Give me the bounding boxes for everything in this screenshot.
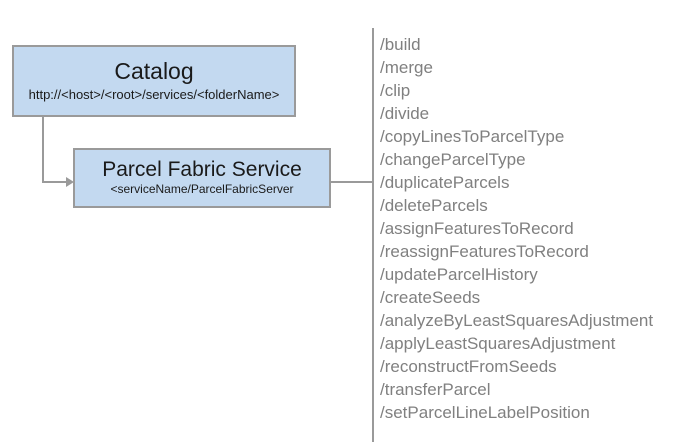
list-item: /updateParcelHistory	[380, 265, 538, 284]
list-item: /merge	[380, 58, 433, 77]
list-item: /analyzeByLeastSquaresAdjustment	[380, 311, 654, 330]
list-item: /divide	[380, 104, 430, 123]
list-item: /deleteParcels	[380, 196, 488, 215]
list-item: /changeParcelType	[380, 150, 526, 169]
operations-divider	[372, 28, 374, 442]
list-item: /clip	[380, 81, 411, 100]
list-item: /copyLinesToParcelType	[380, 127, 565, 146]
node-parcel-fabric-service-url: <serviceName/ParcelFabricServer	[110, 182, 294, 197]
node-parcel-fabric-service: Parcel Fabric Service <serviceName/Parce…	[73, 148, 331, 208]
connector-catalog-vertical	[42, 117, 44, 183]
list-item: /duplicateParcels	[380, 173, 510, 192]
list-item: /transferParcel	[380, 380, 491, 399]
node-catalog-title: Catalog	[114, 57, 194, 84]
list-item: /reassignFeaturesToRecord	[380, 242, 589, 261]
arrow-right-icon	[66, 177, 74, 187]
operations-list: /build /merge /clip /divide /copyLinesTo…	[380, 33, 686, 424]
list-item: /reconstructFromSeeds	[380, 357, 557, 376]
connector-catalog-horizontal	[42, 181, 68, 183]
list-item: /applyLeastSquaresAdjustment	[380, 334, 616, 353]
connector-service-to-operations	[331, 181, 373, 183]
list-item: /assignFeaturesToRecord	[380, 219, 574, 238]
node-catalog-url: http://<host>/<root>/services/<folderNam…	[28, 87, 280, 103]
list-item: /setParcelLineLabelPosition	[380, 403, 590, 422]
list-item: /createSeeds	[380, 288, 481, 307]
list-item: /build	[380, 35, 421, 54]
node-parcel-fabric-service-title: Parcel Fabric Service	[102, 157, 302, 181]
node-catalog: Catalog http://<host>/<root>/services/<f…	[12, 45, 296, 117]
